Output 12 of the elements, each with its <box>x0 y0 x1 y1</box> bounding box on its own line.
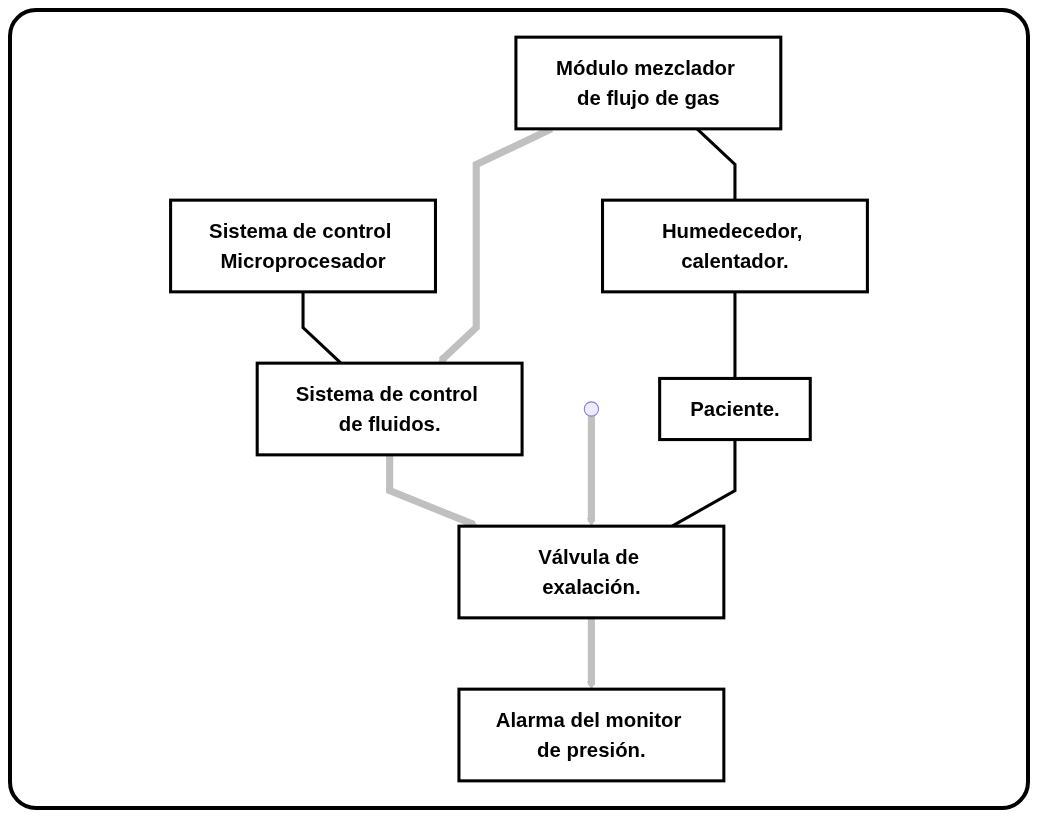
arrow <box>586 617 596 690</box>
node-box <box>169 198 437 294</box>
node-box <box>457 687 726 783</box>
connector <box>733 291 737 379</box>
node-box <box>457 524 726 620</box>
node-box <box>601 198 869 294</box>
node-box <box>658 376 812 442</box>
node-box <box>514 35 783 131</box>
frame-border: Sistema de control Microprocesador Módulo mezclador de flujo de gas Sistema de control de fluidos. Válvula de exalación. Humedecedor, calentador. Alarma del monitor de presión. Paciente. <box>8 8 1030 810</box>
arrow <box>386 454 479 528</box>
arrow <box>586 416 596 527</box>
node-box <box>255 361 524 457</box>
